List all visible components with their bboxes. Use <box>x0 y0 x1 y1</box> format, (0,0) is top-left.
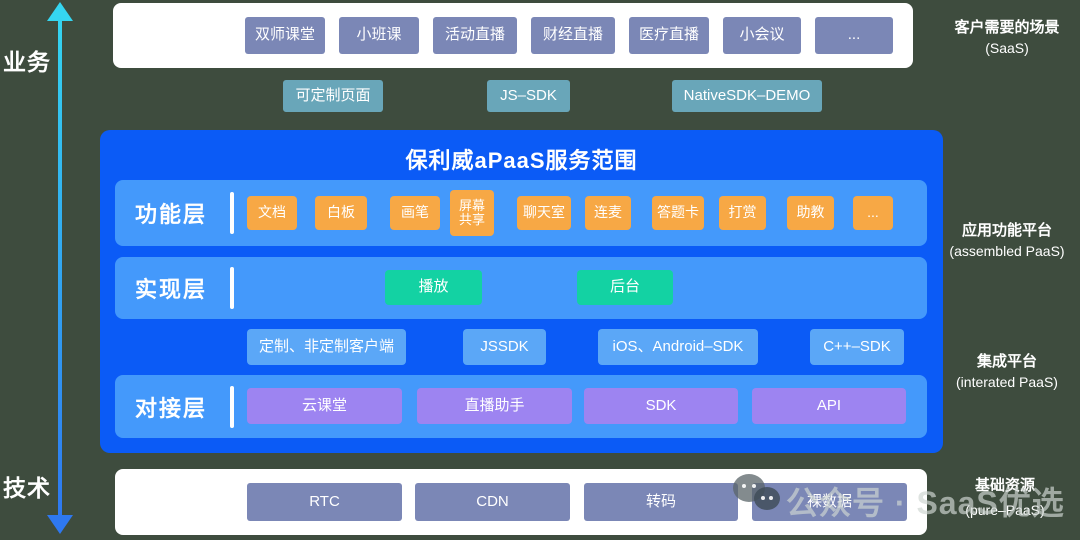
resource-chip-transcode: 转码 <box>584 483 738 521</box>
feature-chip: 答题卡 <box>652 196 704 230</box>
function-layer-row: 功能层 文档 白板 画笔 屏幕共享 聊天室 连麦 答题卡 打赏 助教 ... <box>115 180 927 246</box>
feature-chip: 聊天室 <box>517 196 571 230</box>
scenario-chip: 医疗直播 <box>629 17 709 54</box>
scenario-chip: 财经直播 <box>531 17 615 54</box>
layer-divider <box>230 192 234 234</box>
feature-chip: 屏幕共享 <box>450 190 494 236</box>
function-layer-label: 功能层 <box>135 202 208 227</box>
resource-chip-rtc: RTC <box>247 483 402 521</box>
scenario-chip: ... <box>815 17 893 54</box>
impl-chip-player: 播放 <box>385 270 482 305</box>
sdk-chip-jssdk: JSSDK <box>463 329 546 365</box>
resource-chip-rawdata: 裸数据 <box>752 483 907 521</box>
scenario-chip: 双师课堂 <box>245 17 325 54</box>
scenario-bar: 双师课堂 小班课 活动直播 财经直播 医疗直播 小会议 ... <box>113 3 913 68</box>
tool-chip-js-sdk: JS–SDK <box>487 80 570 112</box>
connect-chip: 云课堂 <box>247 388 402 424</box>
impl-layer-label: 实现层 <box>135 277 208 302</box>
side-label-saas: 客户需要的场景 (SaaS) <box>954 19 1060 56</box>
connect-layer-row: 对接层 云课堂 直播助手 SDK API <box>115 375 927 438</box>
feature-chip: 打赏 <box>719 196 766 230</box>
connect-layer-label: 对接层 <box>135 395 208 421</box>
feature-chip: ... <box>853 196 893 230</box>
resource-chip-cdn: CDN <box>415 483 570 521</box>
feature-chip: 文档 <box>247 196 297 230</box>
layer-divider <box>230 267 234 309</box>
scenario-chip: 小会议 <box>723 17 801 54</box>
axis-line <box>58 14 62 516</box>
feature-chip: 画笔 <box>390 196 440 230</box>
side-label-integrated-paas: 集成平台 (interated PaaS) <box>956 353 1058 390</box>
feature-chip: 连麦 <box>585 196 631 230</box>
axis-label-technology: 技术 <box>3 475 51 501</box>
connect-chip: 直播助手 <box>417 388 572 424</box>
axis-label-business: 业务 <box>3 49 51 75</box>
sdk-chip-mobile: iOS、Android–SDK <box>598 329 758 365</box>
apaas-title: 保利威aPaaS服务范围 <box>405 148 638 173</box>
apaas-box: 保利威aPaaS服务范围 功能层 文档 白板 画笔 屏幕共享 聊天室 连麦 答题… <box>100 130 943 453</box>
impl-chip-backend: 后台 <box>577 270 673 305</box>
sdk-chip-cpp: C++–SDK <box>810 329 904 365</box>
feature-chip: 助教 <box>787 196 834 230</box>
scenario-chip: 活动直播 <box>433 17 517 54</box>
connect-chip: API <box>752 388 906 424</box>
feature-chip: 白板 <box>315 196 367 230</box>
impl-layer-row: 实现层 播放 后台 <box>115 257 927 319</box>
side-label-pure-paas: 基础资源 (pure–PaaS) <box>965 477 1045 518</box>
side-label-assembled-paas: 应用功能平台 (assembled PaaS) <box>949 222 1065 259</box>
axis-arrow-down-icon <box>47 515 73 534</box>
axis-arrow-up-icon <box>47 2 73 21</box>
tool-chip-native-sdk-demo: NativeSDK–DEMO <box>672 80 822 112</box>
resource-bar: RTC CDN 转码 裸数据 <box>115 469 927 535</box>
sdk-chip-clients: 定制、非定制客户端 <box>247 329 406 365</box>
layer-divider <box>230 385 234 428</box>
scenario-chip: 小班课 <box>339 17 419 54</box>
connect-chip: SDK <box>584 388 738 424</box>
tool-chip-custom-page: 可定制页面 <box>283 80 383 112</box>
